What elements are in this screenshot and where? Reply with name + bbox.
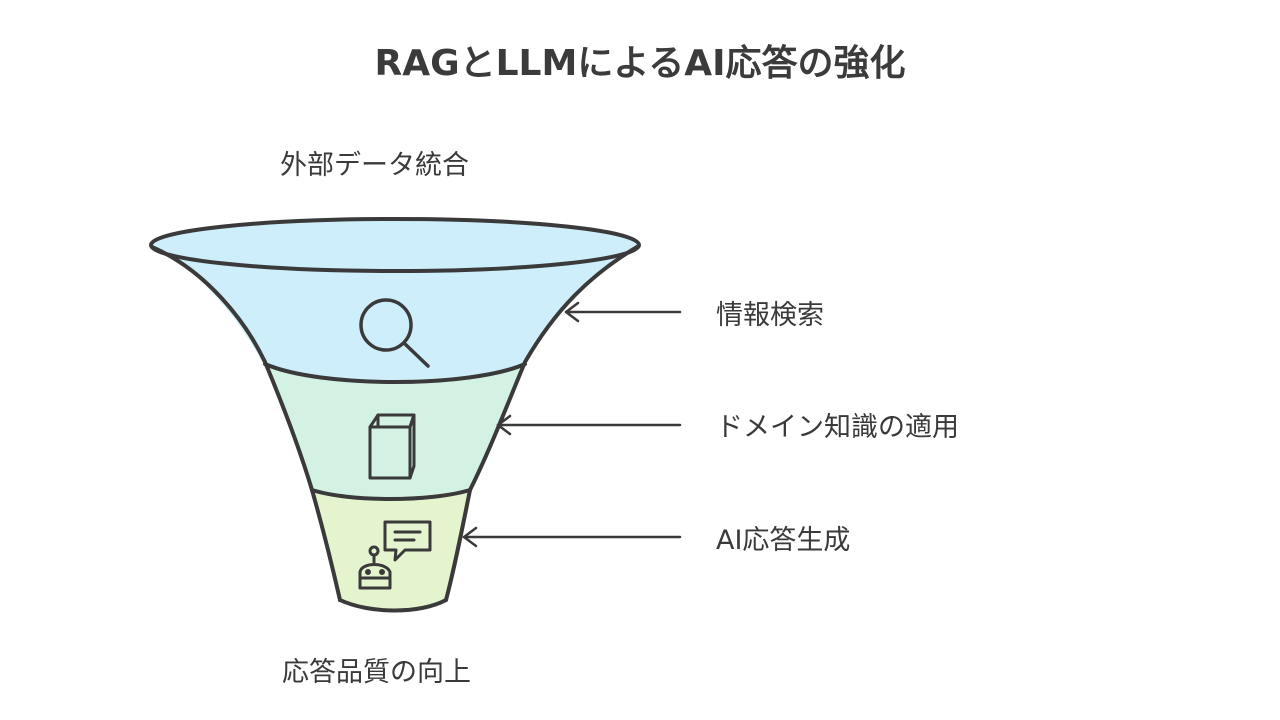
funnel-bottom	[338, 598, 448, 613]
funnel-rim	[149, 217, 641, 273]
diagram-title: RAGとLLMによるAI応答の強化	[374, 43, 906, 84]
funnel-rim-fill	[151, 217, 639, 273]
arrow-stage-3	[462, 526, 682, 548]
stage-label-domain-knowledge: ドメイン知識の適用	[716, 412, 959, 443]
funnel-stage-1-fill	[152, 245, 637, 380]
stage-label-response-generation: AI応答生成	[716, 525, 851, 556]
book-icon	[368, 413, 416, 480]
funnel-right-wall	[444, 245, 639, 602]
magnifier-icon	[359, 298, 430, 368]
funnel-stage-2-fill	[262, 362, 525, 497]
robot-chat-icon	[358, 520, 432, 590]
arrow-stage-1	[564, 301, 682, 323]
funnel-divider-2	[310, 488, 472, 501]
funnel-output-label: 応答品質の向上	[282, 657, 471, 688]
funnel-divider-1	[263, 362, 527, 384]
funnel-input-label: 外部データ統合	[280, 150, 469, 181]
arrow-stage-2	[496, 414, 682, 436]
funnel-left-wall	[150, 245, 342, 602]
stage-label-retrieval: 情報検索	[716, 300, 824, 331]
